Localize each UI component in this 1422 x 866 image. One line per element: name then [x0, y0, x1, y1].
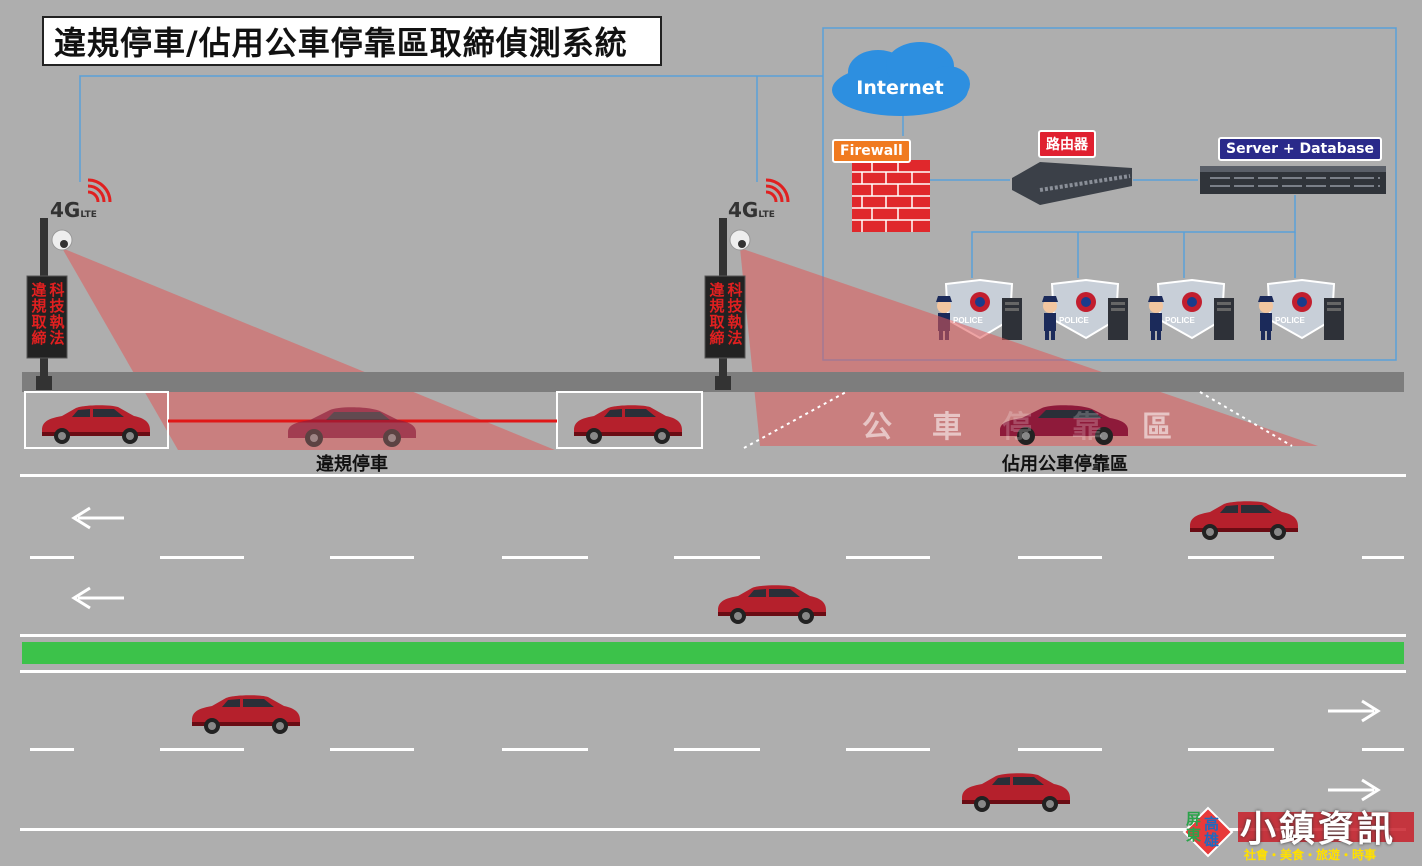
- led-sign-2: 違規取締 科技執法: [709, 282, 743, 346]
- lane-arrow-left-icon: [72, 506, 126, 530]
- server-label: Server + Database: [1218, 137, 1382, 161]
- lane-arrow-left-icon: [72, 586, 126, 610]
- illegal-parking-label: 違規停車: [316, 454, 388, 475]
- bus-zone-char: 車: [932, 410, 962, 445]
- logo-side-left: 屏東: [1186, 810, 1202, 844]
- police-workstation-icon: [1257, 279, 1345, 341]
- sign-text-col1: 違規取締: [709, 281, 725, 347]
- detection-cone-2: [740, 248, 1318, 446]
- internet-label: Internet: [856, 77, 943, 99]
- moving-car: [192, 695, 300, 734]
- camera-pole-1: [26, 178, 112, 390]
- lane-arrow-right-icon: [1326, 699, 1380, 723]
- sign-text-col1: 違規取締: [31, 281, 47, 347]
- bus-zone-char: 區: [1142, 410, 1172, 445]
- router-label: 路由器: [1038, 130, 1096, 158]
- network-zone-box: [822, 27, 1397, 361]
- router-icon: [1012, 162, 1132, 205]
- lane-dashes-1: [30, 556, 1404, 559]
- network-lines: [79, 75, 1296, 278]
- page-title: 違規停車/佔用公車停靠區取締偵測系統: [42, 16, 662, 66]
- curb: [22, 372, 1404, 392]
- police-workstation-icon: [1147, 279, 1235, 341]
- police-badge: POLICE: [953, 316, 983, 325]
- police-badge: POLICE: [1165, 316, 1195, 325]
- police-workstation-icon: [1041, 279, 1129, 341]
- camera-pole-2: [704, 178, 790, 390]
- lte-label-1: 4GLTE: [50, 198, 97, 222]
- green-median: [22, 642, 1404, 664]
- median-edge-bottom: [20, 670, 1406, 673]
- bus-zone-char: 靠: [1072, 410, 1102, 445]
- firewall-label: Firewall: [832, 139, 911, 163]
- detection-cone-1: [62, 248, 555, 450]
- road-edge-top: [20, 474, 1406, 477]
- police-badge: POLICE: [1059, 316, 1089, 325]
- parked-car: [42, 405, 150, 444]
- parked-car: [574, 405, 682, 444]
- logo-emblem: [1182, 806, 1414, 858]
- logo-main-text: 小鎮資訊: [1240, 809, 1397, 850]
- logo-sub-text: 社會・美食・旅遊・時事: [1244, 848, 1377, 862]
- bus-stop-occupied-label: 佔用公車停靠區: [1002, 454, 1128, 475]
- bus-zone-char: 公: [862, 410, 892, 445]
- led-sign-1: 違規取締 科技執法: [31, 282, 65, 346]
- sign-text-col2: 科技執法: [727, 281, 743, 347]
- firewall-icon: [852, 160, 930, 232]
- bus-zone-markings: [743, 391, 1293, 449]
- lte-label-2: 4GLTE: [728, 198, 775, 222]
- lane-dashes-2: [30, 748, 1404, 751]
- road-edge-bottom: [20, 828, 1406, 831]
- server-icon: [1200, 166, 1386, 194]
- median-edge-top: [20, 634, 1406, 637]
- moving-car: [718, 585, 826, 624]
- moving-car: [1190, 501, 1298, 540]
- internet-cloud-icon: [832, 42, 970, 116]
- sign-text-col2: 科技執法: [49, 281, 65, 347]
- lane-arrow-right-icon: [1326, 778, 1380, 802]
- bus-zone-char: 停: [1002, 410, 1032, 445]
- logo: 屏東 高雄: [1186, 806, 1222, 848]
- moving-car: [962, 773, 1070, 812]
- logo-side-right: 高雄: [1204, 815, 1220, 849]
- police-badge: POLICE: [1275, 316, 1305, 325]
